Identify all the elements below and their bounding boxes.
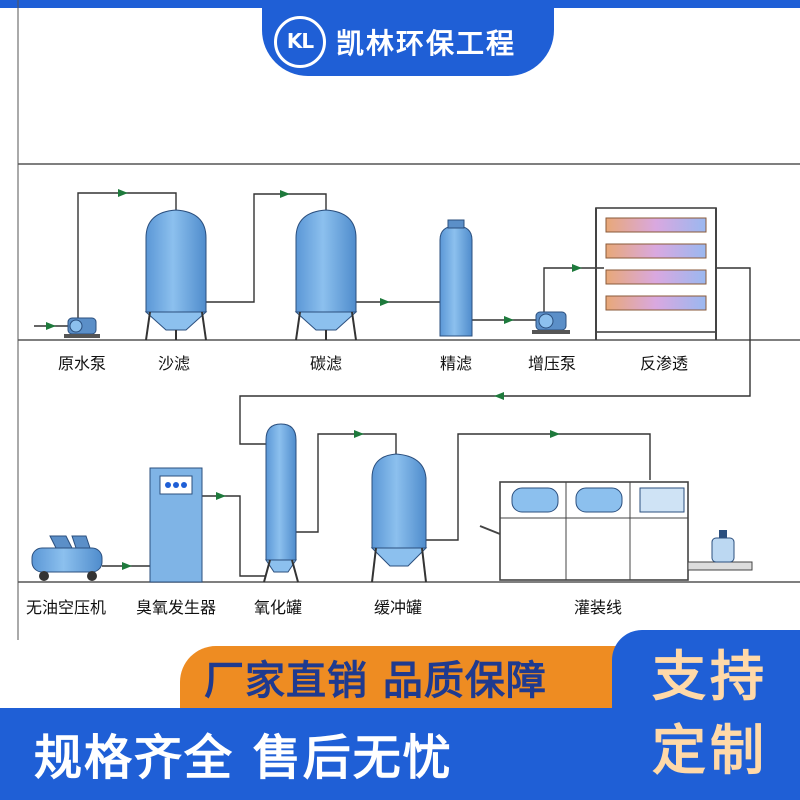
customization-badge (612, 630, 800, 800)
ozone-generator-icon (149, 467, 203, 583)
custom-line2: 定制 (652, 719, 768, 782)
label-carbon-filter: 碳滤 (310, 354, 343, 373)
label-ozone-generator: 臭氧发生器 (136, 598, 217, 617)
reverse-osmosis-rack-icon (595, 207, 717, 340)
slogan-banner-bottom (0, 708, 620, 800)
custom-line1: 支持 (652, 645, 768, 708)
precision-filter-icon (439, 219, 473, 337)
slogan-banner-top (180, 646, 620, 710)
label-raw-water-pump: 原水泵 (58, 354, 107, 373)
label-sand-filter: 沙滤 (158, 354, 191, 373)
booster-pump-icon (532, 311, 570, 334)
slogan-top: 厂家直销 品质保障 (204, 658, 547, 704)
customization-text: 支持 定制 (630, 640, 790, 788)
filling-line-icon (479, 481, 753, 581)
label-air-compressor: 无油空压机 (26, 598, 107, 617)
raw-water-pump-icon (64, 317, 100, 338)
sand-filter-tank-icon (144, 209, 208, 341)
logo-icon: KL (274, 16, 326, 68)
label-booster-pump: 增压泵 (528, 354, 577, 373)
company-name: 凯林环保工程 (336, 27, 517, 60)
carbon-filter-tank-icon (294, 209, 358, 341)
oxidation-tank-icon (263, 423, 299, 583)
label-precision-filter: 精滤 (440, 354, 473, 373)
label-filling-line: 灌装线 (574, 598, 623, 617)
label-buffer-tank: 缓冲罐 (374, 598, 423, 617)
label-oxidation-tank: 氧化罐 (254, 598, 303, 617)
label-reverse-osmosis: 反渗透 (640, 354, 689, 373)
water-bottle-icon (711, 530, 735, 563)
flow-arrows (46, 189, 582, 570)
slogan-bottom: 规格齐全 售后无忧 (34, 730, 453, 786)
buffer-tank-icon (370, 453, 428, 583)
air-compressor-icon (31, 535, 103, 581)
